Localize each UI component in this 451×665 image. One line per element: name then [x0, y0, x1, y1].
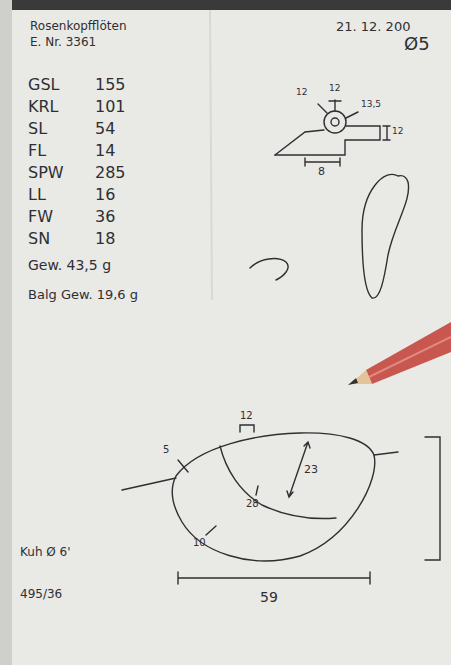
measurement-entry: 14: [95, 142, 115, 160]
dimension-number: 12: [392, 127, 403, 137]
header-note: E. Nr. 3361: [30, 36, 96, 49]
measurement-entry: KRL: [28, 98, 59, 116]
measurement-entry: SN: [28, 230, 50, 248]
measurement-entry: 155: [95, 76, 126, 94]
measurement-entry: SPW: [28, 164, 64, 182]
dimension-number: 28: [246, 498, 259, 509]
header-note: Ø5: [404, 34, 430, 54]
measurement-entry: 16: [95, 186, 115, 204]
measurement-entry: SL: [28, 120, 47, 138]
dimension-number: 13,5: [361, 100, 381, 110]
measurement-entry: 285: [95, 164, 126, 182]
measurement-entry: 54: [95, 120, 115, 138]
measurement-entry: GSL: [28, 76, 59, 94]
measurement-entry: 101: [95, 98, 126, 116]
dimension-number: 12: [296, 88, 307, 98]
measurement-entry: FW: [28, 208, 53, 226]
dimension-number: 12: [240, 410, 253, 421]
pencil: [348, 322, 451, 385]
dimension-number: 10: [193, 537, 206, 548]
scale-note: 495/36: [20, 588, 62, 601]
measurement-entry: 18: [95, 230, 115, 248]
measurement-entry: 36: [95, 208, 115, 226]
weight-note: Balg Gew. 19,6 g: [28, 288, 138, 302]
measurement-entry: FL: [28, 142, 46, 160]
weight-note: Gew. 43,5 g: [28, 258, 111, 273]
scale-note: 59: [260, 590, 278, 605]
measurement-entry: LL: [28, 186, 46, 204]
header-note: 21. 12. 200: [336, 20, 410, 34]
dimension-number: 23: [304, 464, 318, 476]
scale-note: Kuh Ø 6': [20, 546, 71, 559]
dimension-number: 5: [163, 444, 169, 455]
note-title: Rosenkopfflöten: [30, 20, 127, 33]
dimension-number: 12: [329, 84, 340, 94]
dimension-number: 8: [318, 166, 325, 178]
